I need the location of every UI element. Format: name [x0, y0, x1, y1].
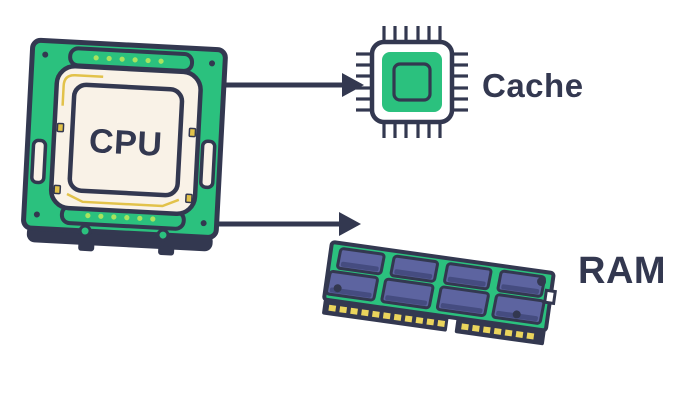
arrow-cpu-to-ram-icon: [219, 212, 361, 236]
cpu-label: CPU: [88, 122, 163, 164]
cpu-gold-accents: [53, 74, 197, 208]
ram-memory-chips: [325, 247, 546, 325]
cpu-package-illustration: CPU: [21, 37, 228, 256]
arrow-cpu-to-cache-icon: [222, 73, 364, 97]
ram-module-illustration: [322, 240, 557, 346]
cache-pins-top: [382, 26, 442, 42]
cpu-corner-screws: [33, 51, 216, 227]
ram-edge-notch: [542, 288, 557, 306]
cache-pins-left: [356, 52, 372, 112]
cache-chip-icon: [356, 26, 468, 138]
cache-chip-core: [392, 62, 432, 102]
cpu-die: [67, 82, 185, 198]
cache-pins-bottom: [382, 122, 442, 138]
ram-connector-pins: [322, 299, 546, 346]
cache-label: Cache: [482, 67, 584, 104]
ram-label: RAM: [578, 250, 666, 292]
cache-pins-right: [452, 52, 468, 112]
cpu-side-slots: [30, 138, 217, 190]
ram-mounting-holes: [333, 277, 547, 319]
